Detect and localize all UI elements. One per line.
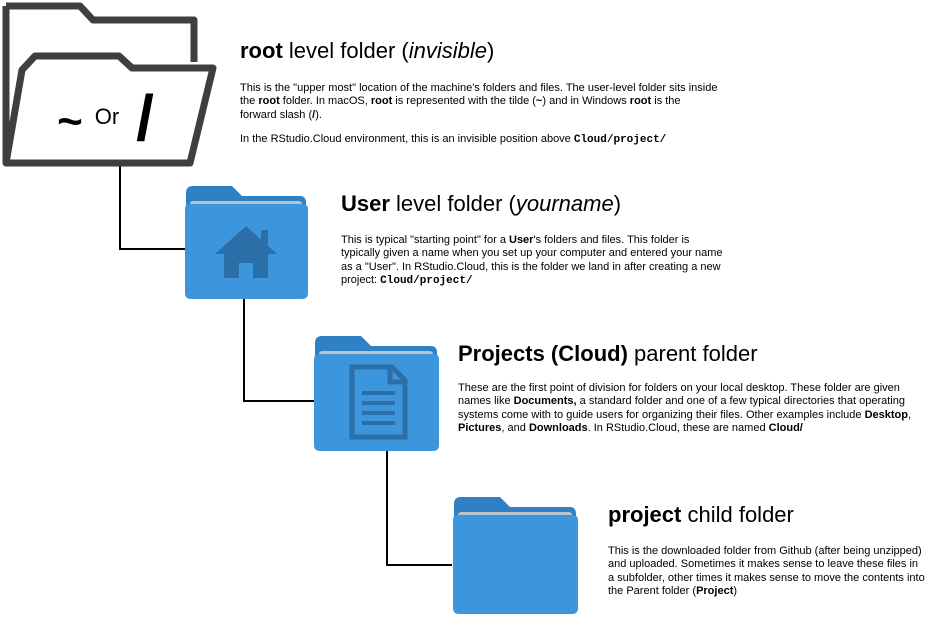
projects-heading-bold: Projects (Cloud)	[458, 341, 628, 366]
text-run: ).	[315, 108, 322, 121]
text-run: )	[733, 585, 738, 598]
text-run: 's folders and files. This folder is typ…	[341, 234, 723, 287]
text-run: These are the first point of division fo…	[458, 382, 900, 408]
text-run: This is the downloaded folder from Githu…	[608, 545, 925, 598]
user-section: User level folder (yourname) This is typ…	[341, 191, 731, 300]
document-folder-icon	[314, 336, 439, 451]
text-run: is represented with the tilde (	[392, 95, 536, 108]
home-folder-icon	[185, 186, 308, 299]
user-heading: User level folder (yourname)	[341, 191, 731, 217]
project-description: This is the downloaded folder from Githu…	[608, 545, 926, 599]
bold-term-text: Desktop	[864, 408, 908, 421]
projects-description: These are the first point of division fo…	[458, 382, 930, 436]
user-heading-close: )	[613, 191, 622, 216]
code-path-text: Cloud/project/	[573, 134, 667, 147]
projects-heading-rest: parent folder	[627, 341, 758, 366]
user-heading-rest: level folder (	[389, 191, 516, 216]
text-run: folder. In macOS,	[279, 95, 371, 108]
root-tilde-glyph: ~	[57, 97, 83, 146]
root-heading-italic: invisible	[408, 38, 487, 63]
text-run: ,	[907, 408, 912, 421]
root-cloud-note: In the RStudio.Cloud environment, this i…	[240, 133, 720, 147]
root-heading: root level folder (invisible)	[240, 38, 720, 64]
text-run: a standard folder and one of a few typic…	[458, 395, 905, 421]
root-heading-close: )	[486, 38, 495, 63]
text-run: , and	[501, 422, 529, 435]
user-heading-bold: User	[341, 191, 390, 216]
projects-heading: Projects (Cloud) parent folder	[458, 341, 930, 367]
text-run: This is the "upper most" location of the…	[240, 82, 718, 108]
root-section: root level folder (invisible) This is th…	[240, 38, 720, 159]
bold-term-text: Cloud/	[768, 422, 803, 435]
text-run: . In RStudio.Cloud, these are named	[587, 422, 769, 435]
bold-term-text: Project	[696, 585, 734, 598]
bold-term-text: ~	[535, 95, 543, 108]
root-folder-outline-icon: ~ Or /	[2, 2, 217, 167]
connector-root-user	[119, 165, 186, 250]
projects-section: Projects (Cloud) parent folder These are…	[458, 341, 930, 447]
bold-term-text: User	[509, 234, 534, 246]
document-emblem-icon	[349, 364, 408, 440]
bold-term-text: root	[258, 95, 280, 108]
user-heading-italic: yourname	[515, 191, 614, 216]
connector-user-projects	[243, 299, 314, 402]
connector-projects-project	[386, 448, 452, 566]
project-folder-icon	[453, 497, 578, 614]
root-description: This is the "upper most" location of the…	[240, 82, 720, 122]
root-heading-rest: level folder (	[282, 38, 409, 63]
project-section: project child folder This is the downloa…	[608, 502, 926, 610]
code-path-text: Cloud/project/	[380, 275, 473, 288]
project-heading-bold: project	[608, 502, 682, 527]
text-run: In the RStudio.Cloud environment, this i…	[240, 133, 574, 146]
bold-term-text: Pictures	[458, 422, 502, 435]
user-description: This is typical "starting point" for a U…	[341, 234, 731, 289]
bold-term-text: /	[312, 108, 316, 121]
root-slash-glyph: /	[136, 82, 154, 154]
root-heading-bold: root	[240, 38, 283, 63]
house-emblem-icon	[215, 226, 277, 278]
bold-term-text: Documents,	[513, 395, 577, 408]
text-run: is the forward slash (	[240, 95, 681, 121]
text-run: This is typical "starting point" for a	[341, 234, 509, 246]
bold-term-text: Downloads	[528, 422, 588, 435]
bold-term-text: root	[629, 95, 652, 108]
bold-term-text: root	[370, 95, 393, 108]
root-or-text: Or	[95, 104, 119, 129]
text-run: ) and in Windows	[542, 95, 630, 108]
project-heading: project child folder	[608, 502, 926, 528]
project-heading-rest: child folder	[681, 502, 794, 527]
